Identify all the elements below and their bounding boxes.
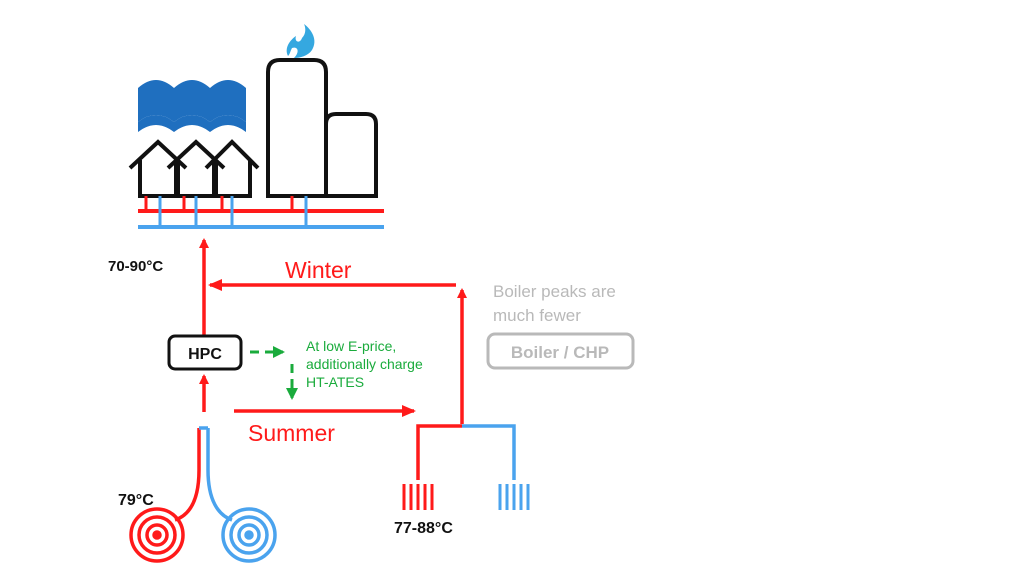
ates-wells [402,424,530,510]
green-note-line1: At low E-price, [306,338,396,354]
summer-label: Summer [248,420,335,446]
supply-temp-label: 70-90°C [108,258,163,275]
hot-coil-icon [129,428,201,563]
hpc-box [167,334,243,371]
green-note-line2: additionally charge [306,356,423,372]
cold-well-comb-icon [498,484,530,510]
house-icon [128,139,260,198]
boiler-chp-box [486,332,635,370]
charge-arrows [250,346,298,400]
boiler-note-line2: much fewer [493,306,581,325]
right-well-temp: 77-88°C [394,520,453,537]
building-icon [266,58,378,198]
water-waves-icon [138,80,246,132]
boiler-chp-label: Boiler / CHP [511,343,609,362]
winter-label: Winter [285,257,352,283]
cold-coil-icon [206,428,277,563]
distribution-network [138,196,384,229]
flame-icon [286,24,315,58]
hpc-label: HPC [188,346,222,363]
boiler-note-line1: Boiler peaks are [493,282,616,301]
green-note-line3: HT-ATES [306,374,364,390]
hot-well-comb-icon [402,484,434,510]
left-well-temp: 79°C [118,492,154,509]
